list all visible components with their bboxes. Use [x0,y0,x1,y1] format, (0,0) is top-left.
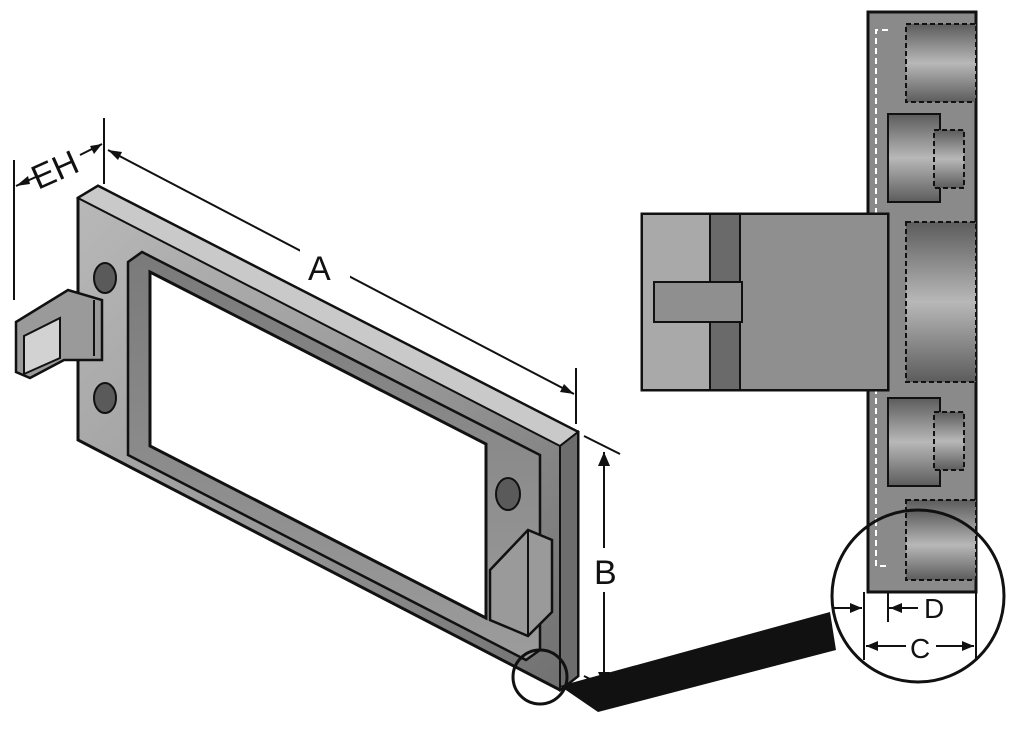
label-C: C [910,633,930,664]
frame-window-opening [148,269,488,621]
detail-callout-wedge [560,612,836,712]
mounting-hole-bottom-left [93,382,117,414]
cross-section-illustration [640,10,978,594]
enlarged-detail: D C [830,508,1006,684]
frame-right-edge [559,429,579,693]
detail-callout-circle-small [511,648,569,706]
mounting-hole-right [495,477,521,511]
label-B: B [594,554,617,592]
frame-illustration [14,184,580,706]
label-D: D [924,593,944,624]
left-clip-slot [23,316,61,376]
detail-callout-circle-large [830,508,1006,684]
mounting-hole-top-left [93,262,117,294]
label-EH: EH [26,143,85,197]
label-A: A [308,250,331,288]
